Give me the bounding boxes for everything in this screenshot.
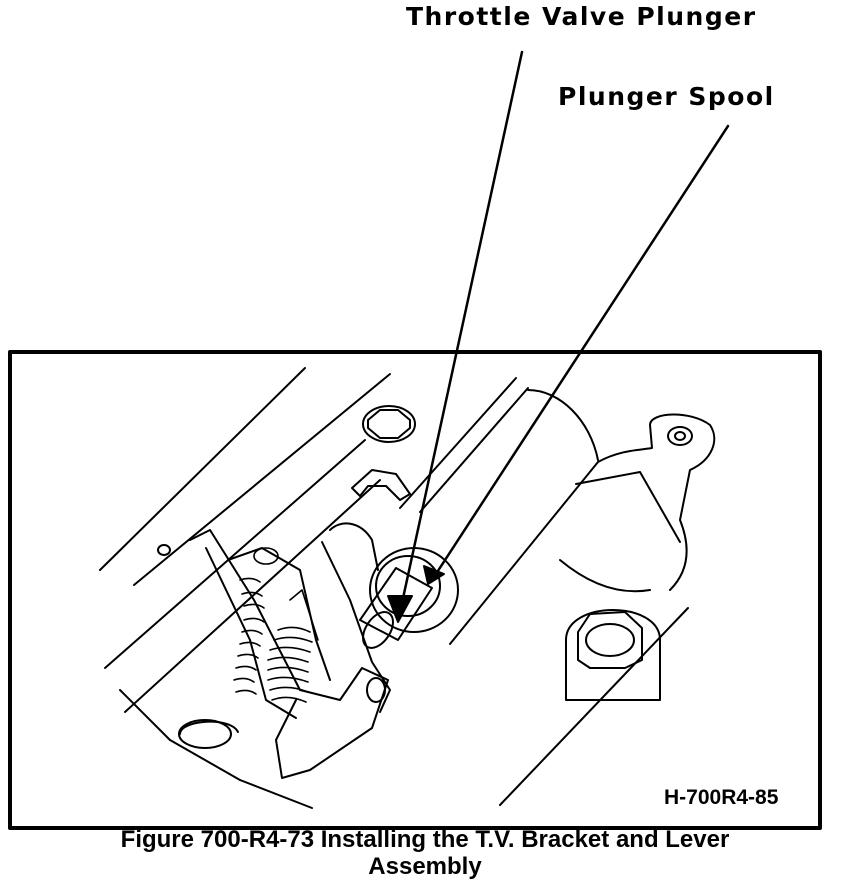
plunger-spool-label: Plunger Spool (558, 82, 775, 111)
bolt-right (565, 609, 661, 701)
plunger-assembly (321, 522, 459, 713)
valve-body-outline (99, 367, 689, 809)
figure-reference-code: H-700R4-85 (664, 786, 779, 809)
figure-caption: Figure 700-R4-73 Installing the T.V. Bra… (40, 826, 810, 880)
throttle-plunger-arrowhead (387, 595, 413, 623)
tv-lever (189, 529, 389, 779)
bracket (575, 413, 716, 591)
lever-arm (227, 547, 331, 681)
small-fastener (157, 544, 171, 556)
caption-line-1: Figure 700-R4-73 Installing the T.V. Bra… (120, 826, 730, 853)
bolt-lower-left (178, 719, 239, 749)
spring-right (267, 589, 319, 703)
caption-line-2: Assembly (368, 853, 482, 880)
leader-lines (398, 50, 730, 614)
spring-left (233, 547, 279, 695)
retaining-clip (351, 469, 411, 501)
illustration-frame (8, 350, 822, 830)
bolt-top (362, 405, 416, 443)
throttle-valve-plunger-label: Throttle Valve Plunger (406, 2, 757, 31)
